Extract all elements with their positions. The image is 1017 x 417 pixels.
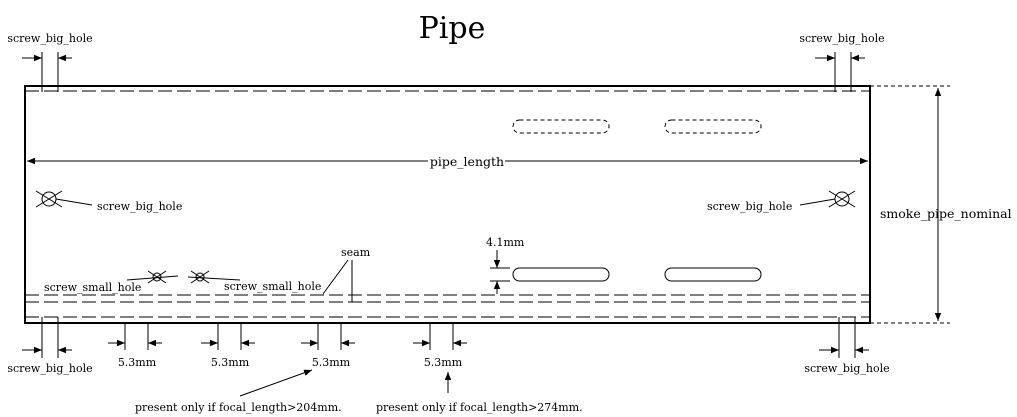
screw-big-hole-left <box>35 190 93 208</box>
screw-big-hole-bottom-right-label: screw_big_hole <box>804 362 889 375</box>
screw-small-hole-2 <box>187 270 241 284</box>
screw-big-hole-right-label: screw_big_hole <box>707 200 792 213</box>
spacing-dim-3 <box>301 322 355 350</box>
slot-solid-2 <box>664 267 762 282</box>
screw-big-hole-left-label: screw_big_hole <box>97 200 182 213</box>
slot-dashed-2 <box>664 119 762 134</box>
screw-small-hole-label-1: screw_small_hole <box>44 281 141 294</box>
pipe-length-label: pipe_length <box>430 154 504 169</box>
screw-big-hole-top-right-label: screw_big_hole <box>799 32 884 45</box>
smoke-pipe-nominal-label: smoke_pipe_nominal <box>880 206 1012 221</box>
screw-small-hole-label-2: screw_small_hole <box>224 280 321 293</box>
screw-big-hole-top-left-label: screw_big_hole <box>7 32 92 45</box>
spacing-label-4: 5.3mm <box>424 356 463 369</box>
slot-solid-1 <box>512 267 610 282</box>
spacing-label-3: 5.3mm <box>312 356 351 369</box>
spacing-dim-1 <box>108 322 162 350</box>
screw-big-hole-right <box>799 190 856 208</box>
note-focal-204: present only if focal_length>204mm. <box>135 401 342 414</box>
screw-big-hole-bottom-left-label: screw_big_hole <box>7 362 92 375</box>
seam-leader-1 <box>322 259 349 295</box>
spacing-label-1: 5.3mm <box>118 356 157 369</box>
screw-small-hole-1 <box>126 270 179 284</box>
page-title: Pipe <box>419 11 486 46</box>
spacing-dim-4 <box>413 322 467 350</box>
spacing-label-2: 5.3mm <box>211 356 250 369</box>
note-204-arrow <box>239 369 313 397</box>
slot-dashed-1 <box>512 119 610 134</box>
slot-width-label: 4.1mm <box>486 236 525 249</box>
seam-label: seam <box>341 246 371 259</box>
spacing-dim-2 <box>201 322 255 350</box>
note-focal-274: present only if focal_length>274mm. <box>376 401 583 414</box>
